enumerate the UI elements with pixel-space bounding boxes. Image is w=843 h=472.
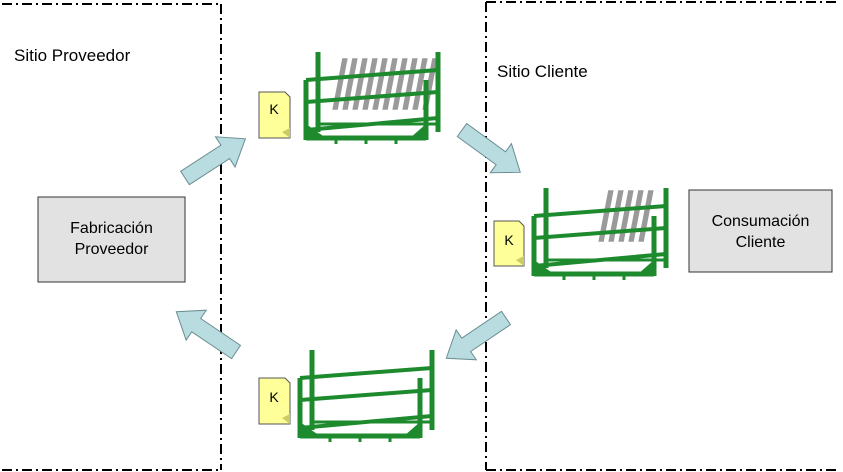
customer-consumption-box: [688, 189, 833, 273]
customer-consumption-line1: Consumación: [711, 213, 810, 230]
supplier-site-frame: [2, 3, 222, 471]
customer-site-label: Sitio Cliente: [497, 62, 588, 81]
rack-partial-customer: [534, 188, 666, 280]
supplier-site-label: Sitio Proveedor: [14, 46, 131, 65]
supplier-manufacturing-line1: Fabricación: [70, 220, 153, 237]
kanban-card-top: [258, 91, 291, 139]
customer-consumption-line2: Cliente: [735, 234, 786, 251]
customer-consumption-label: Consumación Cliente: [689, 211, 832, 253]
rack-panels-top: [331, 57, 439, 111]
kanban-card-bottom-label: K: [269, 389, 279, 405]
arrow-bottom-to-supplier: [175, 309, 242, 360]
rack-full-top: [306, 52, 438, 144]
kanban-card-top-label: K: [269, 101, 279, 117]
arrow-customer-to-bottom: [445, 310, 512, 361]
supplier-manufacturing-box: [37, 196, 186, 283]
rack-empty-bottom: [300, 350, 432, 442]
arrow-supplier-to-top: [179, 136, 247, 186]
supplier-manufacturing-line2: Proveedor: [74, 241, 149, 258]
supplier-manufacturing-label: Fabricación Proveedor: [38, 218, 185, 260]
kanban-card-bottom: [258, 377, 291, 425]
kanban-card-customer: [493, 220, 525, 267]
kanban-card-customer-label: K: [504, 232, 514, 248]
customer-site-frame: [485, 1, 840, 471]
arrow-top-to-customer: [456, 122, 521, 174]
